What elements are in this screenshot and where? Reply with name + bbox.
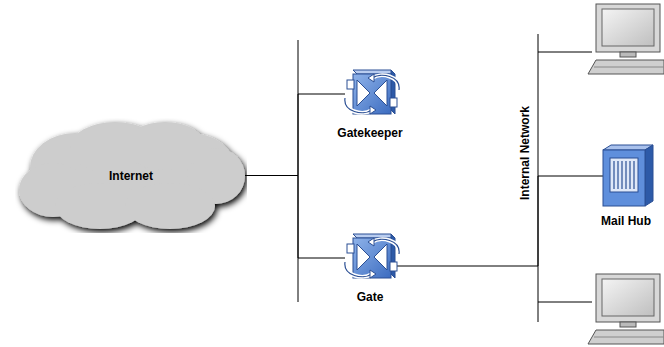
node-label: Gatekeeper xyxy=(335,126,405,140)
computer-link xyxy=(538,52,592,53)
network-link xyxy=(397,176,603,266)
computer-icon xyxy=(588,4,664,74)
node-label: Gate xyxy=(337,290,403,304)
firewall-node: Gatekeeper xyxy=(335,68,405,140)
node-label: Mail Hub xyxy=(593,214,659,228)
server-node: Mail Hub xyxy=(593,144,659,228)
firewall-icon xyxy=(339,68,401,120)
firewall-icon xyxy=(339,232,401,284)
computer-icon xyxy=(588,274,664,344)
computer-link xyxy=(538,302,592,303)
network-label: Internal Network xyxy=(518,106,532,200)
node-label: Internet xyxy=(109,169,153,183)
firewall-node: Gate xyxy=(337,232,403,304)
network-link xyxy=(245,94,345,176)
server-icon xyxy=(595,144,657,208)
network-link xyxy=(245,176,345,259)
cloud-node: Internet xyxy=(15,118,247,233)
